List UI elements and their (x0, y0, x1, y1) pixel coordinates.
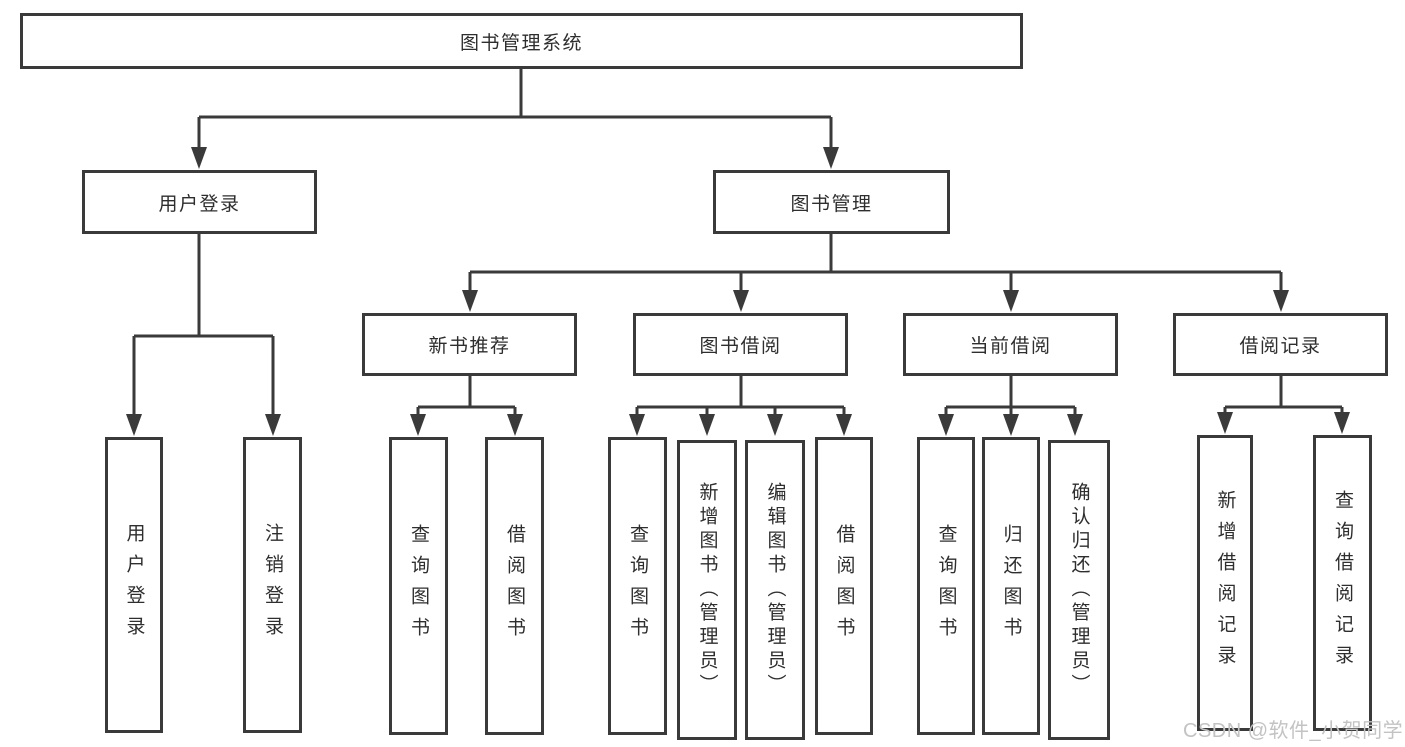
leaf-logout: 注销登录 (243, 437, 302, 733)
node-borrow-records: 借阅记录 (1173, 313, 1388, 376)
leaf-query-books-3: 查询图书 (917, 437, 975, 735)
leaf-edit-book-admin: 编辑图书（管理员） (745, 440, 805, 740)
connector-root-to-branches (191, 69, 839, 169)
node-book-borrow-label: 图书借阅 (699, 336, 782, 357)
leaf-return-books: 归还图书 (982, 437, 1040, 735)
csdn-watermark: CSDN @软件_小贺同学 (1183, 720, 1404, 742)
connector-borrow-records-children (1217, 376, 1350, 434)
leaf-edit-book-admin-label: 编辑图书（管理员） (764, 482, 786, 698)
leaf-borrow-books-1-label: 借阅图书 (504, 524, 525, 648)
connector-new-book-children (410, 376, 523, 436)
node-book-management-label: 图书管理 (790, 193, 873, 215)
node-root: 图书管理系统 (20, 13, 1023, 69)
leaf-add-book-admin-label: 新增图书（管理员） (696, 482, 718, 698)
leaf-borrow-books-2-label: 借阅图书 (833, 524, 855, 648)
leaf-add-borrow-record: 新增借阅记录 (1197, 435, 1253, 731)
node-current-borrow: 当前借阅 (903, 313, 1118, 376)
leaf-query-books-2-label: 查询图书 (627, 524, 648, 648)
leaf-query-borrow-record-label: 查询借阅记录 (1332, 490, 1353, 676)
node-current-borrow-label: 当前借阅 (969, 336, 1052, 357)
leaf-query-books-1-label: 查询图书 (408, 524, 429, 648)
node-new-book-recommend: 新书推荐 (362, 313, 577, 376)
node-borrow-records-label: 借阅记录 (1239, 336, 1322, 357)
node-new-book-recommend-label: 新书推荐 (428, 336, 511, 357)
node-user-login-branch: 用户登录 (82, 170, 317, 234)
leaf-query-books-2: 查询图书 (608, 437, 667, 735)
node-root-label: 图书管理系统 (459, 32, 583, 54)
connector-book-borrow-children (629, 376, 852, 436)
leaf-add-book-admin: 新增图书（管理员） (677, 440, 737, 740)
leaf-confirm-return-admin: 确认归还（管理员） (1048, 440, 1110, 740)
leaf-user-login: 用户登录 (105, 437, 163, 733)
leaf-user-login-label: 用户登录 (123, 523, 145, 647)
leaf-query-borrow-record: 查询借阅记录 (1313, 435, 1372, 731)
leaf-return-books-label: 归还图书 (1000, 524, 1022, 648)
leaf-borrow-books-2: 借阅图书 (815, 437, 873, 735)
node-book-borrow: 图书借阅 (633, 313, 848, 376)
leaf-query-books-1: 查询图书 (389, 437, 448, 735)
node-user-login-branch-label: 用户登录 (158, 193, 241, 215)
connector-user-login-children (126, 233, 281, 436)
leaf-borrow-books-1: 借阅图书 (485, 437, 544, 735)
connector-current-borrow-children (938, 376, 1083, 436)
node-book-management: 图书管理 (713, 170, 950, 234)
leaf-query-books-3-label: 查询图书 (935, 524, 957, 648)
leaf-logout-label: 注销登录 (262, 523, 283, 647)
leaf-add-borrow-record-label: 新增借阅记录 (1214, 490, 1236, 676)
leaf-confirm-return-admin-label: 确认归还（管理员） (1068, 482, 1090, 698)
connector-book-management-children (462, 233, 1289, 312)
